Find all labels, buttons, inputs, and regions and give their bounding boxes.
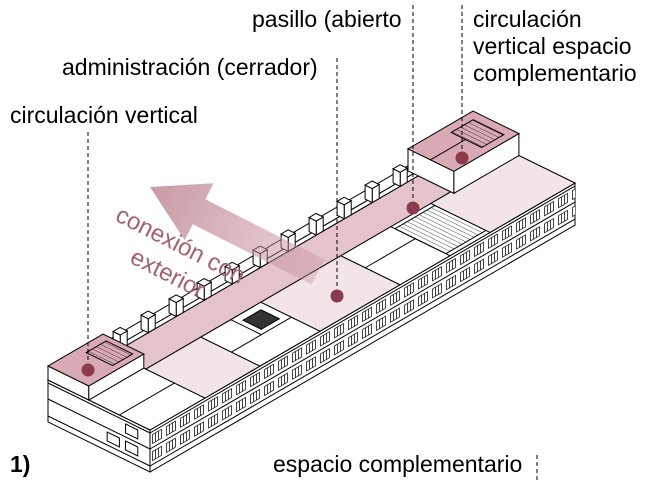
partition-wall bbox=[231, 320, 262, 335]
marker-dot-pasillo bbox=[406, 201, 420, 215]
pier-face bbox=[225, 262, 239, 270]
slab-line bbox=[150, 202, 575, 449]
pier-face bbox=[337, 197, 351, 205]
end-window bbox=[126, 441, 138, 456]
partition-wall bbox=[365, 239, 415, 268]
front-facade-windows bbox=[150, 183, 575, 472]
pier-face bbox=[393, 165, 407, 173]
slab-line bbox=[48, 399, 150, 449]
marker-dot-circulacion-vertical bbox=[81, 363, 95, 377]
slab-line bbox=[48, 416, 150, 466]
tower-top-floor bbox=[48, 334, 144, 386]
front-facade bbox=[150, 183, 575, 472]
label-circulacion-complementario-line1: circulación bbox=[473, 6, 582, 32]
tower-stair bbox=[86, 341, 133, 366]
label-circulacion-vertical: circulación vertical bbox=[10, 102, 198, 128]
label-circulacion-complementario-line2: vertical espacio bbox=[473, 33, 632, 59]
label-administracion: administración (cerrador) bbox=[62, 54, 318, 80]
pier-face bbox=[309, 214, 323, 222]
parapet-pier bbox=[197, 279, 211, 301]
parapet-pier bbox=[393, 165, 407, 187]
pier-face bbox=[113, 327, 127, 335]
parapet-pier bbox=[337, 197, 351, 219]
parapet-pier bbox=[169, 295, 183, 317]
label-espacio-complementario: espacio complementario bbox=[273, 451, 522, 477]
parapet-pier bbox=[309, 214, 323, 236]
tower-top bbox=[48, 334, 144, 386]
end-window bbox=[107, 432, 119, 447]
slab-line bbox=[150, 186, 575, 433]
stair-tower-right bbox=[408, 111, 519, 193]
slab-line bbox=[48, 383, 150, 433]
label-pasillo: pasillo (abierto bbox=[252, 6, 402, 32]
stair-tower-left bbox=[48, 334, 144, 400]
partition-wall bbox=[119, 383, 174, 415]
core-stair bbox=[243, 310, 279, 329]
slab-line bbox=[150, 219, 575, 466]
pier-face bbox=[169, 295, 183, 303]
marker-dot-circulacion-complementario bbox=[455, 151, 469, 165]
marker-dot-administracion bbox=[330, 289, 344, 303]
pier-face bbox=[197, 279, 211, 287]
parapet-pier bbox=[365, 181, 379, 203]
figure-number: 1) bbox=[10, 451, 30, 477]
pier-face bbox=[141, 311, 155, 319]
end-window bbox=[126, 424, 138, 439]
label-circulacion-complementario-line3: complementario bbox=[473, 60, 637, 86]
connection-arrow bbox=[150, 183, 325, 285]
parapet-pier bbox=[225, 262, 239, 284]
building-axonometric bbox=[48, 111, 575, 472]
pier-face bbox=[365, 181, 379, 189]
partition-wall bbox=[430, 140, 465, 160]
pier-face bbox=[281, 230, 295, 238]
parapet-pier bbox=[141, 311, 155, 333]
tower-top bbox=[408, 111, 519, 171]
left-end-facade bbox=[48, 380, 150, 472]
